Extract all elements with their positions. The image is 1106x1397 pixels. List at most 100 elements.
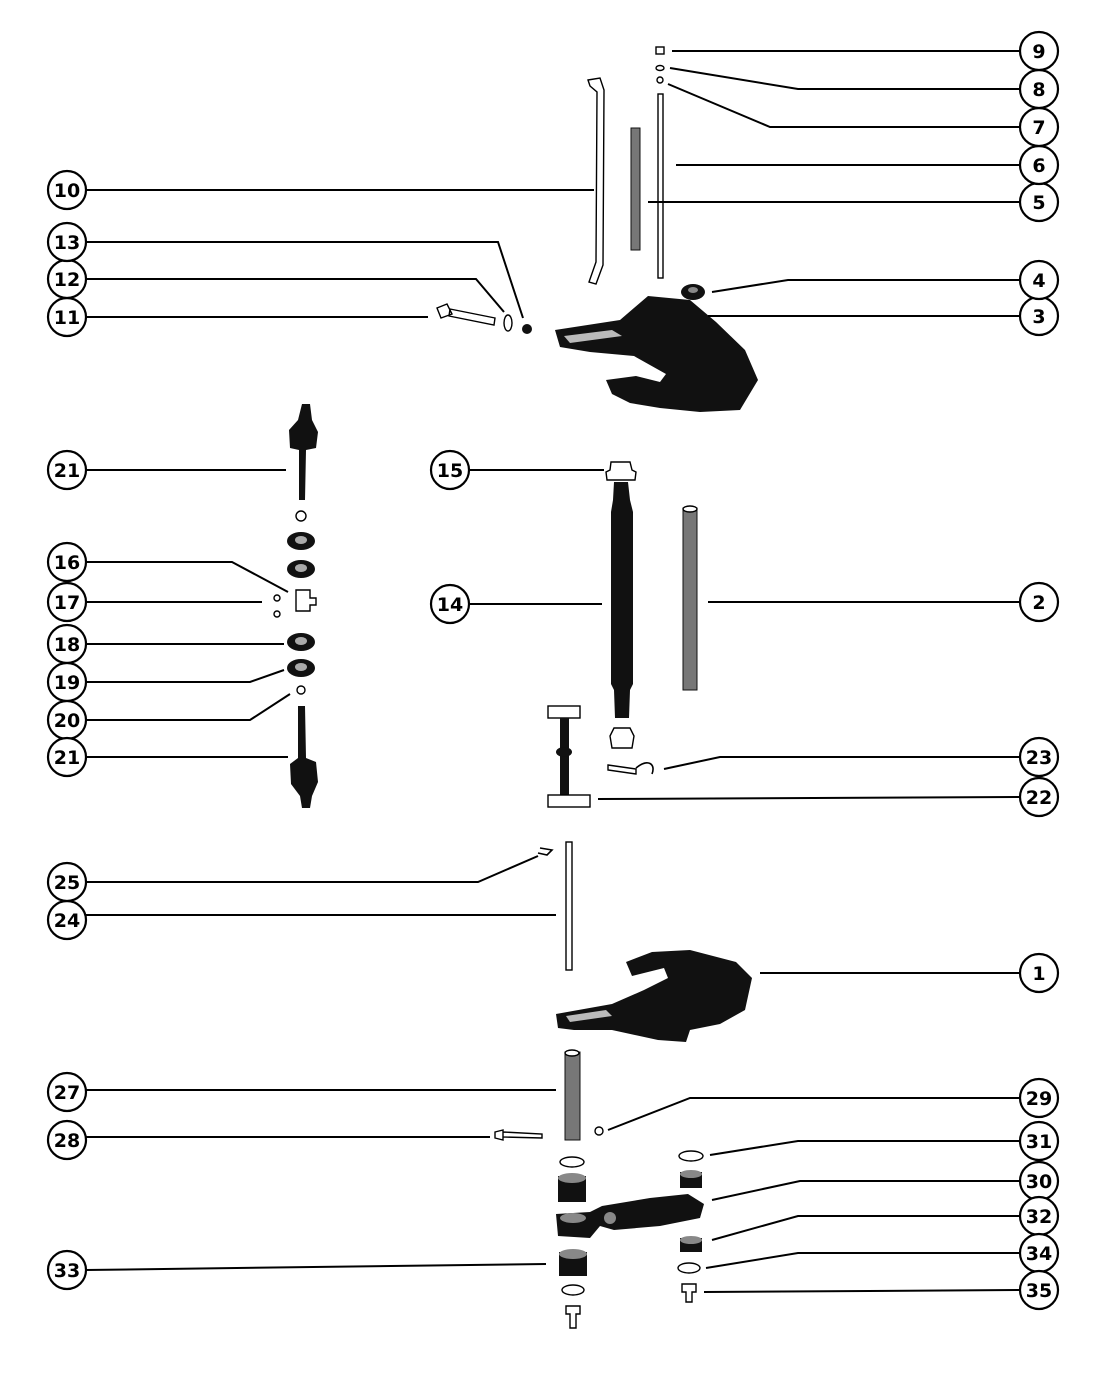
part-33-bushing-cap	[559, 1249, 587, 1259]
svg-text:5: 5	[1032, 192, 1045, 214]
svg-text:22: 22	[1026, 787, 1052, 809]
part-34-washer	[677, 1262, 701, 1274]
svg-text:14: 14	[437, 594, 463, 616]
part-31-washer	[678, 1150, 704, 1162]
svg-text:35: 35	[1026, 1280, 1052, 1302]
left-stack-screw	[565, 1305, 581, 1329]
part-13-nut	[522, 324, 532, 334]
leader-lines	[85, 50, 1021, 1293]
part-7-ring	[656, 76, 664, 84]
part-11-bolt	[436, 303, 496, 326]
svg-text:34: 34	[1026, 1243, 1052, 1265]
part-30-lever-eye	[560, 1213, 586, 1223]
stack-bearing-b-hole	[295, 564, 307, 572]
callout-29: 29	[1018, 1077, 1060, 1119]
part-20-ring	[296, 685, 306, 695]
part-15-bushing	[605, 461, 637, 481]
part-35-screw	[681, 1283, 697, 1303]
part-21-lower-shaft	[290, 706, 318, 808]
callout-3: 3	[1018, 295, 1060, 337]
part-16-plate	[295, 589, 317, 612]
part-6-rod	[657, 93, 664, 279]
svg-text:10: 10	[54, 180, 80, 202]
callout-22: 22	[1018, 776, 1060, 818]
right-stack-bushing-cap	[680, 1170, 702, 1178]
callout-2: 2	[1018, 581, 1060, 623]
callout-13: 13	[46, 221, 88, 263]
svg-text:12: 12	[54, 269, 80, 291]
callout-15: 15	[429, 449, 471, 491]
upper-swivel-bracket	[555, 296, 758, 412]
part-22-mid-collar	[556, 747, 572, 757]
leader-13	[86, 241, 524, 319]
callout-1: 1	[1018, 952, 1060, 994]
stack-bearing-a-hole	[295, 536, 307, 544]
svg-text:6: 6	[1032, 155, 1045, 177]
stack-ring-top	[295, 510, 307, 522]
parts-layer	[273, 46, 758, 1329]
part-27-pin	[564, 1051, 581, 1141]
callout-7: 7	[1018, 106, 1060, 148]
part-30-lever	[556, 1194, 704, 1238]
leader-33	[85, 1263, 547, 1271]
callout-24: 24	[46, 899, 88, 941]
callout-27: 27	[46, 1071, 88, 1113]
svg-text:25: 25	[54, 872, 80, 894]
svg-text:2: 2	[1032, 592, 1045, 614]
part-1-bracket-highlight	[566, 1010, 612, 1022]
svg-text:33: 33	[54, 1260, 80, 1282]
callout-16: 16	[46, 541, 88, 583]
part-29-nut	[594, 1126, 604, 1136]
svg-text:4: 4	[1032, 270, 1045, 292]
part-17-screw-b	[273, 610, 281, 618]
svg-text:30: 30	[1026, 1171, 1052, 1193]
svg-text:16: 16	[54, 552, 80, 574]
leader-19	[86, 669, 285, 683]
callout-11: 11	[46, 296, 88, 338]
callout-8: 8	[1018, 68, 1060, 110]
upper-swivel-bracket-highlight	[564, 330, 622, 343]
svg-text:21: 21	[54, 747, 80, 769]
part-10-bent-rod	[587, 77, 605, 285]
callout-33: 33	[46, 1249, 88, 1291]
callout-21-top: 21	[46, 449, 88, 491]
part-25-clip	[537, 847, 554, 856]
callout-18: 18	[46, 623, 88, 665]
callout-6: 6	[1018, 144, 1060, 186]
leader-25	[86, 855, 539, 883]
shaft-14-lower-bushing	[609, 727, 635, 749]
part-23-spring	[607, 764, 637, 775]
left-stack-bushing-top	[558, 1176, 586, 1202]
leader-7	[667, 83, 1020, 128]
callout-5: 5	[1018, 181, 1060, 223]
leader-29	[607, 1097, 1020, 1131]
callout-21-bottom: 21	[46, 736, 88, 778]
leader-12	[86, 278, 505, 313]
part-22-top-flange	[547, 705, 581, 719]
leader-22	[597, 796, 1021, 800]
callout-19: 19	[46, 661, 88, 703]
part-22-shaft	[560, 718, 569, 798]
part-30-lever-boss	[604, 1212, 616, 1224]
leader-32	[711, 1215, 1020, 1241]
svg-text:17: 17	[54, 592, 80, 614]
left-stack-bushing-top-cap	[558, 1173, 586, 1183]
callout-31: 31	[1018, 1120, 1060, 1162]
leader-16	[86, 561, 289, 593]
svg-text:32: 32	[1026, 1206, 1052, 1228]
part-5-bar	[630, 127, 641, 251]
part-32-nut-cap	[680, 1236, 702, 1244]
part-1-bracket	[556, 950, 752, 1042]
callout-14: 14	[429, 583, 471, 625]
leader-30	[711, 1180, 1020, 1201]
svg-text:18: 18	[54, 634, 80, 656]
callouts-layer: 1 2 3 4 5 6 7 8 9 10 11 12 13 14 15 16 1…	[46, 30, 1060, 1311]
callout-20: 20	[46, 699, 88, 741]
svg-text:3: 3	[1032, 306, 1045, 328]
callout-9: 9	[1018, 30, 1060, 72]
part-8-washer	[655, 64, 665, 72]
part-2-tube-top	[682, 505, 698, 513]
svg-text:24: 24	[54, 910, 80, 932]
callout-34: 34	[1018, 1232, 1060, 1274]
